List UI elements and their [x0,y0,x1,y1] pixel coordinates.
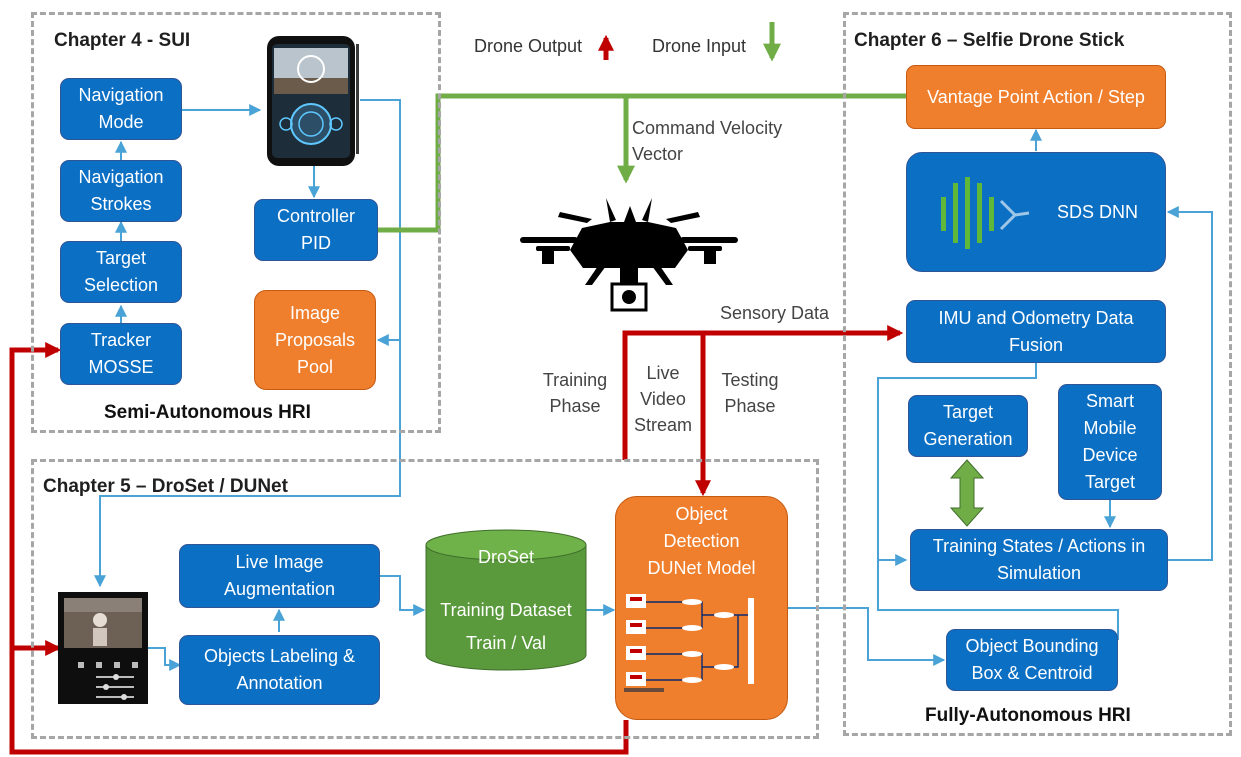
target-generation-box: Target Generation [908,395,1028,457]
droset-train-val: Train / Val [465,632,547,653]
link-augmentation-droset [380,575,426,616]
red-output-path [9,324,904,755]
link-training-dnn [1166,206,1213,561]
objects-labeling-box: Objects Labeling & Annotation [179,635,380,705]
object-bbox-box: Object Bounding Box & Centroid [946,629,1118,691]
vantage-point-box: Vantage Point Action / Step [906,65,1166,129]
training-phase-label: Training Phase [542,370,608,416]
chapter-4-panel [31,12,441,433]
tracker-mosse-box: Tracker MOSSE [60,323,182,385]
sds-dnn-label: SDS DNN [1057,202,1139,222]
droset-label: DroSet [477,546,535,567]
legend-drone-input: Drone Input [652,36,747,56]
sds-dnn-box: SDS DNN [906,152,1166,272]
semi-autonomous-caption: Semi-Autonomous HRI [104,402,311,423]
tablet-icon [267,36,359,166]
chapter-4-title: Chapter 4 - SUI [54,30,191,51]
navigation-mode-box: Navigation Mode [60,78,182,140]
drone-icon [520,198,738,312]
training-states-box: Training States / Actions in Simulation [910,529,1168,591]
link-phone-labeling [148,647,182,671]
double-arrow-icon [949,459,985,527]
network-icon [624,594,754,692]
droset-training-dataset: Training Dataset [440,599,572,620]
thin-connectors [94,99,1213,671]
chapter-6-title: Chapter 6 – Selfie Drone Stick [854,30,1125,51]
dnn-icon [941,177,1030,249]
legend-arrows [597,22,781,62]
imu-fusion-box: IMU and Odometry Data Fusion [906,300,1166,363]
phone-app-icon [58,592,148,704]
droset-cylinder [425,529,587,671]
output-to-tracker [9,341,629,755]
legend-drone-output: Drone Output [474,36,583,56]
chapter-5-panel [31,459,819,739]
chapter-5-title: Chapter 5 – DroSet / DUNet [43,476,288,497]
image-proposals-box: Image Proposals Pool [254,290,376,390]
navigation-strokes-box: Navigation Strokes [60,160,182,222]
link-fusion-loop [877,363,1119,640]
controller-pid-box: Controller PID [254,199,378,261]
link-tablet-phone [94,99,401,588]
live-image-augmentation-box: Live Image Augmentation [179,544,380,608]
chapter-6-panel [843,12,1232,736]
testing-phase-label: Testing Phase [721,370,779,416]
command-velocity-label: Command Velocity Vector [632,118,783,164]
sensory-data-label: Sensory Data [720,303,830,323]
link-detection-bbox [788,607,946,666]
smart-mobile-box: Smart Mobile Device Target [1058,384,1162,500]
output-branch-left [622,330,703,460]
live-video-label: Live Video Stream [633,363,693,435]
fully-autonomous-caption: Fully-Autonomous HRI [925,705,1131,726]
target-selection-box: Target Selection [60,241,182,303]
